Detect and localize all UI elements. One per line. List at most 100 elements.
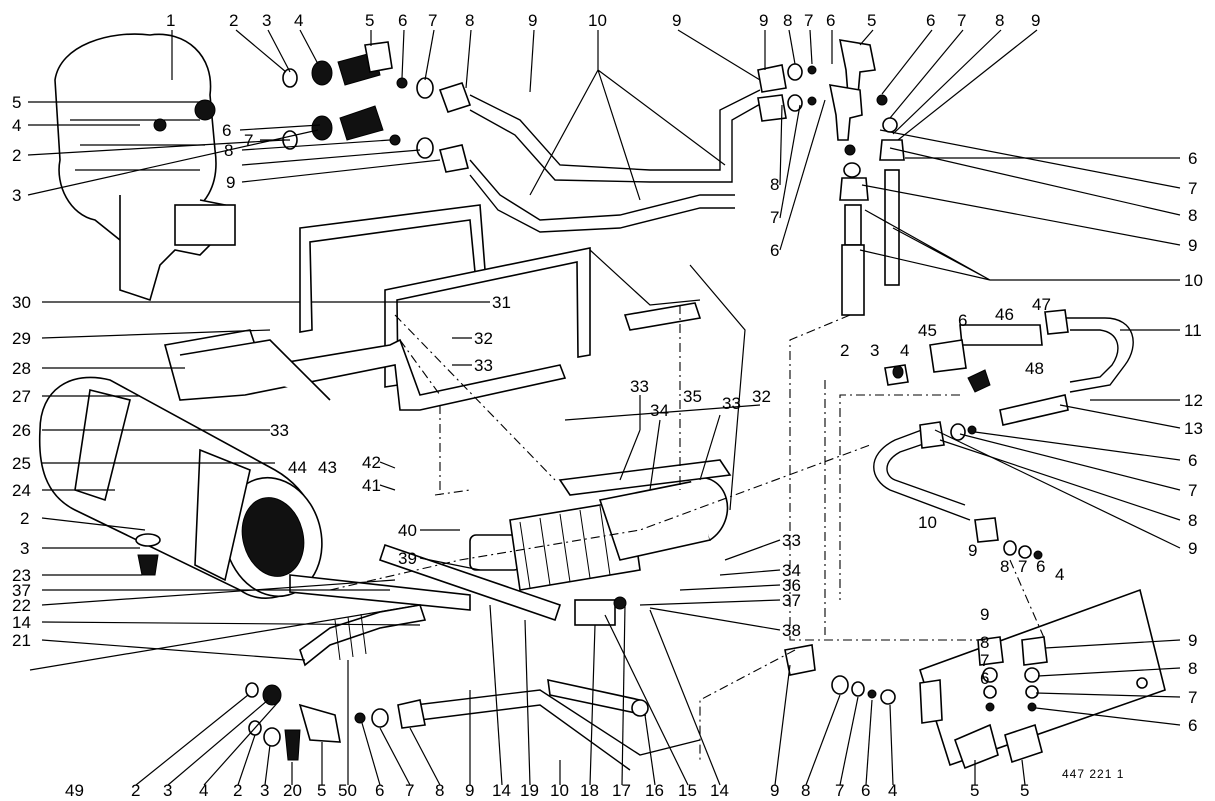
callout: 28 bbox=[12, 359, 31, 378]
callout: 36 bbox=[782, 576, 801, 595]
callout: 8 bbox=[1188, 206, 1197, 225]
leader-lines bbox=[27, 29, 1181, 786]
callout: 8 bbox=[224, 141, 233, 160]
callout: 37 bbox=[12, 581, 31, 600]
callout: 7 bbox=[835, 781, 844, 800]
callout: 6 bbox=[958, 311, 967, 330]
callout: 8 bbox=[783, 11, 792, 30]
callout: 5 bbox=[317, 781, 326, 800]
callout: 33 bbox=[722, 394, 741, 413]
callout: 33 bbox=[474, 356, 493, 375]
callout: 6 bbox=[1188, 716, 1197, 735]
center-callouts: 6 7 8 9 8 7 6 31 32 33 33 44 43 42 41 33… bbox=[222, 121, 1064, 688]
callout: 2 bbox=[131, 781, 140, 800]
callout: 3 bbox=[870, 341, 879, 360]
callout: 12 bbox=[1184, 391, 1203, 410]
callout: 3 bbox=[260, 781, 269, 800]
callout: 10 bbox=[918, 513, 937, 532]
callout: 48 bbox=[1025, 359, 1044, 378]
callout: 6 bbox=[926, 11, 935, 30]
callout: 17 bbox=[612, 781, 631, 800]
callout: 23 bbox=[12, 566, 31, 585]
callout: 50 bbox=[338, 781, 357, 800]
callout: 22 bbox=[12, 596, 31, 615]
top-callouts: 1 2 3 4 5 6 7 8 9 10 9 9 8 7 6 5 6 7 8 9 bbox=[166, 11, 1040, 30]
callout: 30 bbox=[12, 293, 31, 312]
callout: 34 bbox=[650, 401, 669, 420]
lower-linkage bbox=[289, 543, 701, 771]
callout: 26 bbox=[12, 421, 31, 440]
callout: 9 bbox=[759, 11, 768, 30]
callout: 34 bbox=[782, 561, 801, 580]
callout: 7 bbox=[244, 131, 253, 150]
callout: 1 bbox=[166, 11, 175, 30]
callout: 6 bbox=[1188, 149, 1197, 168]
callout: 2 bbox=[229, 11, 238, 30]
brackets bbox=[163, 204, 702, 411]
callout: 18 bbox=[580, 781, 599, 800]
callout: 14 bbox=[492, 781, 511, 800]
callout: 6 bbox=[375, 781, 384, 800]
callout: 9 bbox=[226, 173, 235, 192]
callout: 11 bbox=[1184, 321, 1202, 340]
callout: 9 bbox=[1188, 236, 1197, 255]
callout: 14 bbox=[710, 781, 729, 800]
callout: 3 bbox=[163, 781, 172, 800]
callout: 13 bbox=[1184, 419, 1203, 438]
dashed-guide-lines bbox=[329, 305, 1046, 760]
callout: 7 bbox=[770, 208, 779, 227]
callout: 5 bbox=[12, 93, 21, 112]
callout: 8 bbox=[995, 11, 1004, 30]
callout: 7 bbox=[1188, 688, 1197, 707]
callout: 42 bbox=[362, 453, 381, 472]
callout: 29 bbox=[12, 329, 31, 348]
right-bracket-assembly bbox=[919, 588, 1166, 770]
callout: 6 bbox=[861, 781, 870, 800]
callout: 15 bbox=[678, 781, 697, 800]
callout: 10 bbox=[550, 781, 569, 800]
callout: 8 bbox=[1000, 557, 1009, 576]
callout: 9 bbox=[528, 11, 537, 30]
lower-fittings bbox=[245, 644, 896, 761]
callout: 9 bbox=[672, 11, 681, 30]
callout: 9 bbox=[980, 605, 989, 624]
bottom-callouts: 2 3 4 2 3 20 5 50 6 7 8 9 14 19 10 18 17… bbox=[131, 781, 1029, 800]
callout: 8 bbox=[801, 781, 810, 800]
callout: 32 bbox=[474, 329, 493, 348]
callout: 5 bbox=[1020, 781, 1029, 800]
callout: 2 bbox=[12, 146, 21, 165]
callout: 33 bbox=[782, 531, 801, 550]
callout: 9 bbox=[1188, 631, 1197, 650]
callout: 7 bbox=[405, 781, 414, 800]
callout: 2 bbox=[840, 341, 849, 360]
cylinder-tank bbox=[38, 376, 323, 599]
callout: 6 bbox=[980, 669, 989, 688]
callout: 9 bbox=[770, 781, 779, 800]
callout: 33 bbox=[630, 377, 649, 396]
callout: 25 bbox=[12, 454, 31, 473]
drawing-reference-number: 447 221 1 bbox=[1062, 767, 1124, 781]
callout: 6 bbox=[1036, 557, 1045, 576]
callout: 7 bbox=[1018, 557, 1027, 576]
callout: 39 bbox=[398, 549, 417, 568]
callout: 38 bbox=[782, 621, 801, 640]
callout: 16 bbox=[645, 781, 664, 800]
callout: 8 bbox=[435, 781, 444, 800]
callout: 35 bbox=[683, 387, 702, 406]
callout: 24 bbox=[12, 481, 31, 500]
callout: 44 bbox=[288, 458, 307, 477]
callout: 2 bbox=[20, 509, 29, 528]
callout: 7 bbox=[428, 11, 437, 30]
callout: 8 bbox=[465, 11, 474, 30]
callout: 40 bbox=[398, 521, 417, 540]
callout: 10 bbox=[1184, 271, 1203, 290]
callout: 4 bbox=[900, 341, 909, 360]
callout: 31 bbox=[492, 293, 511, 312]
callout: 8 bbox=[770, 175, 779, 194]
callout: 3 bbox=[12, 186, 21, 205]
upper-fittings bbox=[282, 41, 472, 173]
callout: 5 bbox=[867, 11, 876, 30]
callout: 41 bbox=[362, 476, 381, 495]
callout: 3 bbox=[262, 11, 271, 30]
callout: 49 bbox=[65, 781, 84, 800]
